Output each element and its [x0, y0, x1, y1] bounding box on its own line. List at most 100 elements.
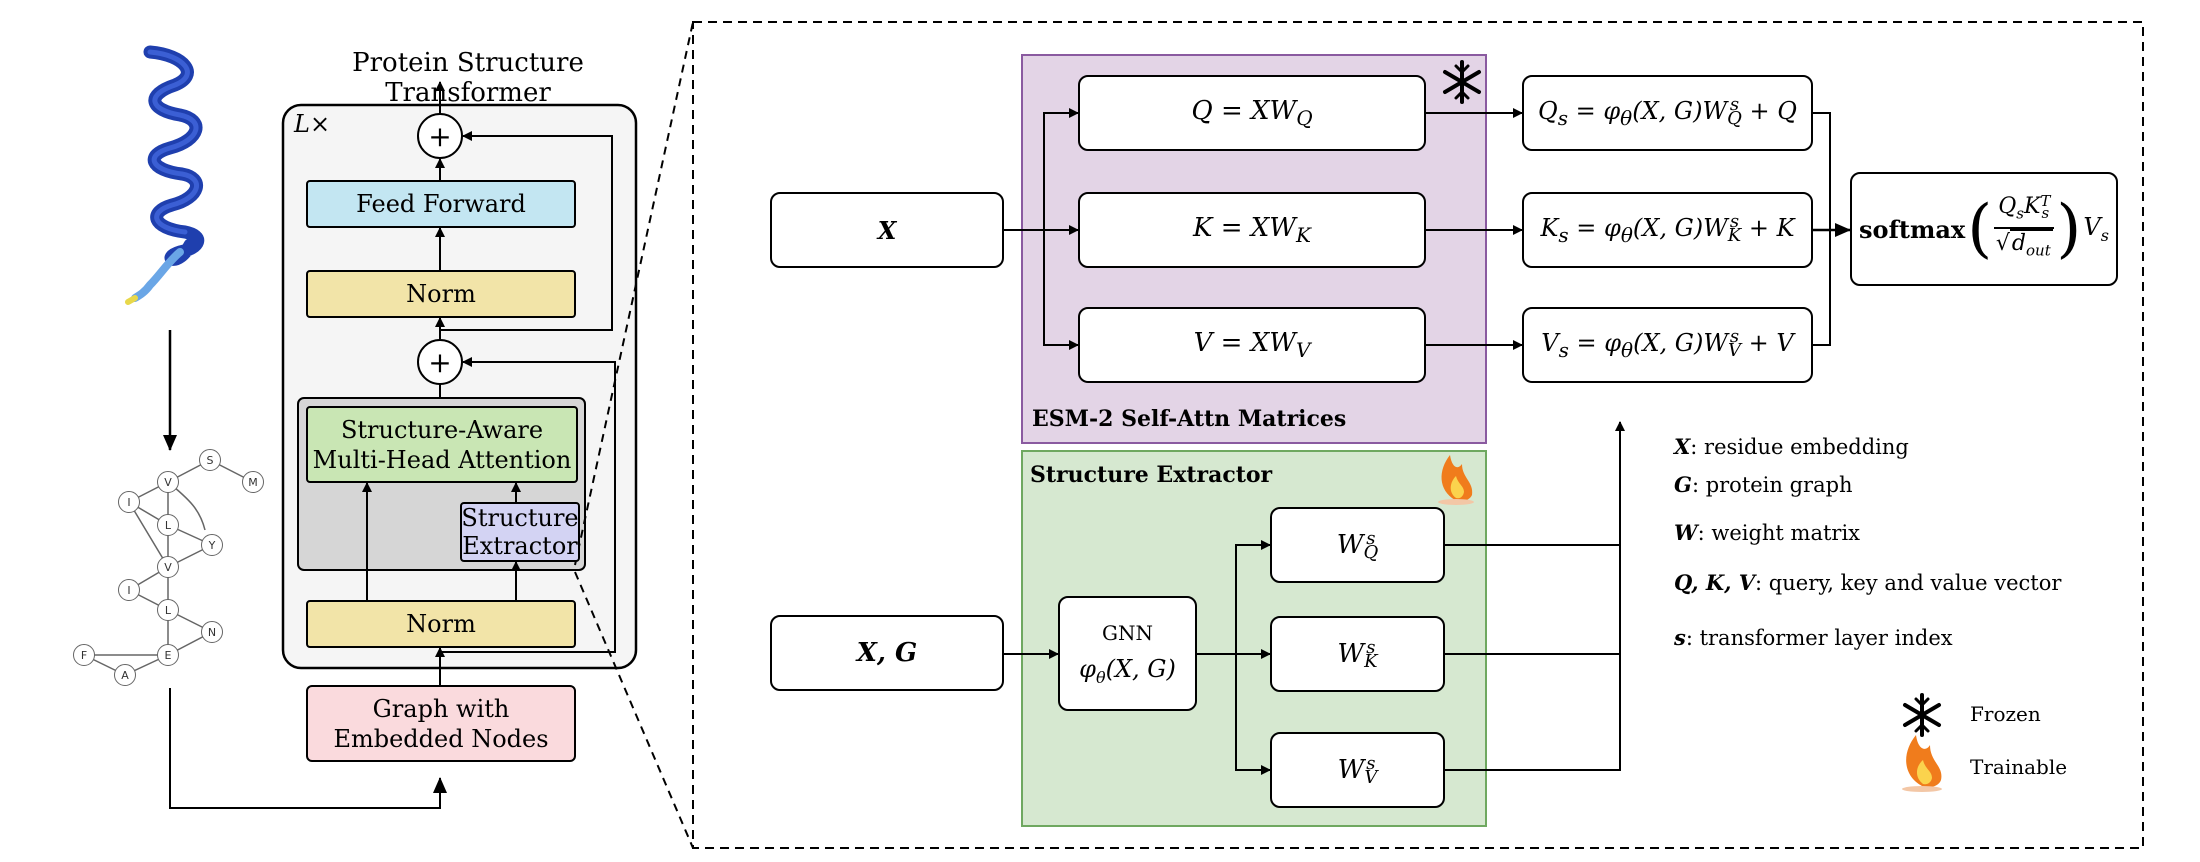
vs-symbol: V — [1541, 328, 1559, 357]
vs-args: (X, G)W — [1633, 328, 1729, 357]
frac-T: T — [2040, 191, 2051, 210]
graph-node: L — [157, 599, 179, 621]
ks-phi: = φ — [1568, 213, 1621, 242]
legend-frozen: Frozen — [1970, 702, 2041, 726]
structure-extractor-small-block: Structure Extractor — [460, 502, 580, 562]
vs-wsub: V — [1728, 340, 1742, 362]
wk-sup: s — [1366, 637, 1376, 658]
graph-node: I — [118, 491, 140, 513]
vs-final-sub: s — [2100, 225, 2109, 245]
structure-aware-attention-block: Structure-Aware Multi-Head Attention — [306, 406, 578, 483]
graph-node: Y — [201, 534, 223, 556]
vs-sub: s — [1558, 337, 1569, 362]
flame-legend-icon — [1902, 735, 1942, 792]
wq-sub: Q — [1363, 542, 1379, 563]
qs-theta: θ — [1620, 105, 1633, 130]
softmax-label: softmax — [1859, 214, 1966, 244]
repeat-label: L× — [294, 110, 331, 138]
norm-top-block: Norm — [306, 270, 576, 318]
ks-theta: θ — [1620, 222, 1633, 247]
graph-node: F — [73, 644, 95, 666]
graph-node: V — [157, 556, 179, 578]
qs-tail: + Q — [1741, 96, 1797, 125]
graph-to-embedded-arrow — [169, 688, 447, 809]
legend-g: G: protein graph — [1674, 472, 1853, 497]
qs-symbol: Q — [1538, 96, 1558, 125]
qs-phi: = φ — [1568, 96, 1621, 125]
wk-sub: K — [1364, 651, 1378, 672]
gnn-theta: θ — [1095, 667, 1106, 687]
add-symbol-top: + — [428, 120, 452, 153]
xg-symbol: X, G — [856, 638, 918, 668]
zoom-frame — [692, 21, 2144, 849]
ks-tail: + K — [1741, 213, 1795, 242]
qs-sup: s — [1729, 94, 1740, 116]
frac-k-sub: s — [2041, 203, 2050, 222]
legend-x: X: residue embedding — [1674, 434, 1909, 459]
ks-symbol: K — [1540, 213, 1559, 242]
wv-sub: V — [1364, 767, 1378, 788]
ks-sub: s — [1558, 222, 1569, 247]
graph-node: V — [157, 471, 179, 493]
graph-node: N — [201, 621, 223, 643]
k-expr: K = XW — [1193, 212, 1297, 243]
d-out: out — [2026, 241, 2051, 260]
graph-node: M — [242, 471, 264, 493]
norm-bottom-block: Norm — [306, 600, 576, 648]
add-symbol-bottom: + — [428, 346, 452, 379]
graph-line2: Embedded Nodes — [333, 724, 549, 753]
graph-line1: Graph with — [372, 694, 510, 723]
protein-structure-icon — [125, 45, 204, 305]
gnn-box: GNN φθ(X, G) — [1058, 596, 1197, 711]
gnn-args: (X, G) — [1105, 654, 1176, 683]
esm-panel-title: ESM-2 Self-Attn Matrices — [1032, 406, 1347, 432]
legend-trainable: Trainable — [1970, 755, 2068, 779]
graph-node: A — [114, 664, 136, 686]
wq-sup: s — [1366, 528, 1376, 549]
ks-wsub: K — [1727, 225, 1742, 247]
graph-node: I — [118, 579, 140, 601]
x-input-box: X — [770, 192, 1004, 268]
snowflake-icon — [1443, 60, 1481, 104]
vs-sup: s — [1729, 326, 1740, 348]
gnn-phi: φ — [1079, 654, 1096, 683]
wv-sup: s — [1366, 753, 1376, 774]
flame-icon — [1438, 455, 1474, 505]
ks-sup: s — [1729, 211, 1740, 233]
graph-embedded-nodes-block: Graph with Embedded Nodes — [306, 685, 576, 762]
feed-forward-block: Feed Forward — [306, 180, 576, 228]
snowflake-legend-icon — [1903, 693, 1941, 737]
frac-q: Q — [1998, 193, 2017, 219]
q-matrix-box: Q = XWQ — [1078, 75, 1426, 151]
struct-ext-line1: Structure — [461, 504, 579, 532]
struct-ext-line2: Extractor — [462, 532, 578, 560]
graph-node: L — [157, 514, 179, 536]
ks-args: (X, G)W — [1632, 213, 1728, 242]
frac-k: K — [2023, 193, 2041, 219]
qs-sub: s — [1557, 105, 1568, 130]
sa-mha-line1: Structure-Aware — [340, 415, 544, 444]
v-expr: V = XW — [1193, 327, 1296, 358]
vs-theta: θ — [1621, 337, 1634, 362]
transformer-title: Protein Structure Transformer — [352, 48, 584, 108]
paren-left: ( — [1967, 192, 1993, 266]
k-matrix-box: K = XWK — [1078, 192, 1426, 268]
legend-w: W: weight matrix — [1674, 520, 1861, 545]
residual-add-bottom — [417, 339, 463, 385]
vs-final: V — [2083, 213, 2101, 242]
wq-w: W — [1336, 530, 1364, 560]
graph-node: E — [157, 644, 179, 666]
struct-extractor-title: Structure Extractor — [1030, 462, 1273, 488]
x-symbol: X — [877, 215, 897, 245]
residual-add-top — [417, 113, 463, 159]
gnn-label: GNN — [1102, 620, 1153, 645]
vs-phi: = φ — [1568, 328, 1622, 357]
qs-args: (X, G)W — [1632, 96, 1728, 125]
d-symbol: d — [2011, 231, 2026, 256]
